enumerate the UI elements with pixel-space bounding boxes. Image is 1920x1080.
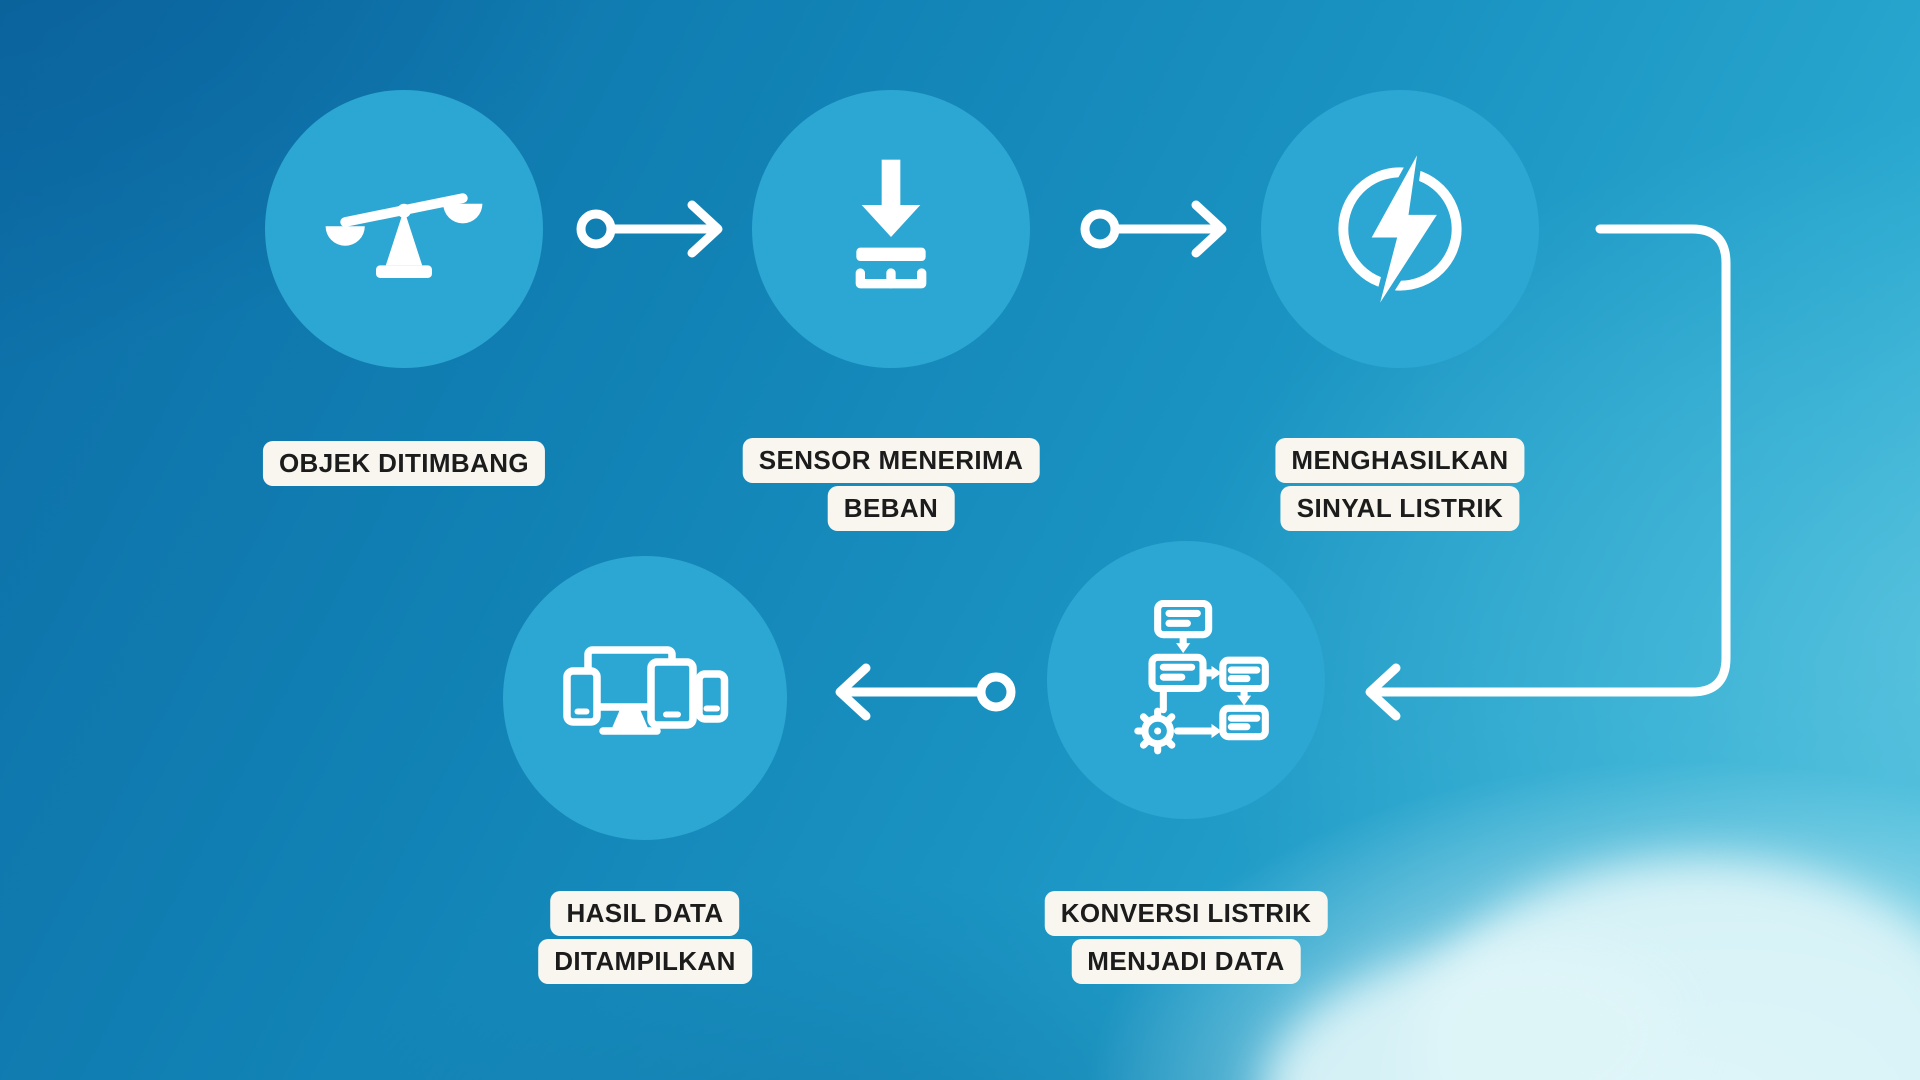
load-sensor-icon <box>855 159 927 289</box>
step-label-line: SENSOR MENERIMA <box>742 438 1040 483</box>
connector-step1-step2 <box>576 200 723 258</box>
balance-scale-icon <box>325 193 483 278</box>
step-circle-konversi-listrik-menjadi-data <box>1047 541 1325 819</box>
step-label-line: SINYAL LISTRIK <box>1280 486 1520 531</box>
step-circle-sensor-menerima-beban <box>752 90 1030 368</box>
step-circle-menghasilkan-sinyal-listrik <box>1261 90 1539 368</box>
step-label-line: MENGHASILKAN <box>1275 438 1525 483</box>
step-label-sensor-menerima-beban: SENSOR MENERIMA BEBAN <box>742 438 1040 531</box>
step-label-hasil-data-ditampilkan: HASIL DATA DITAMPILKAN <box>538 891 752 984</box>
data-conversion-icon <box>1134 599 1269 755</box>
step-label-konversi-listrik-menjadi-data: KONVERSI LISTRIK MENJADI DATA <box>1044 891 1328 984</box>
step-circle-hasil-data-ditampilkan <box>503 556 787 840</box>
electric-signal-icon <box>1338 149 1462 309</box>
step-circle-objek-ditimbang <box>265 90 543 368</box>
step-label-line: MENJADI DATA <box>1071 939 1301 984</box>
step-label-line: KONVERSI LISTRIK <box>1044 891 1328 936</box>
step-label-menghasilkan-sinyal-listrik: MENGHASILKAN SINYAL LISTRIK <box>1275 438 1525 531</box>
connector-step2-step3 <box>1080 200 1227 258</box>
step-label-line: OBJEK DITIMBANG <box>262 441 546 486</box>
devices-icon <box>563 646 729 735</box>
connector-step4-step5 <box>835 663 1016 721</box>
step-label-line: BEBAN <box>827 486 955 531</box>
step-label-line: HASIL DATA <box>550 891 740 936</box>
step-label-line: DITAMPILKAN <box>538 939 752 984</box>
connector-step3-step4 <box>1365 224 1731 721</box>
step-label-objek-ditimbang: OBJEK DITIMBANG <box>262 441 546 486</box>
